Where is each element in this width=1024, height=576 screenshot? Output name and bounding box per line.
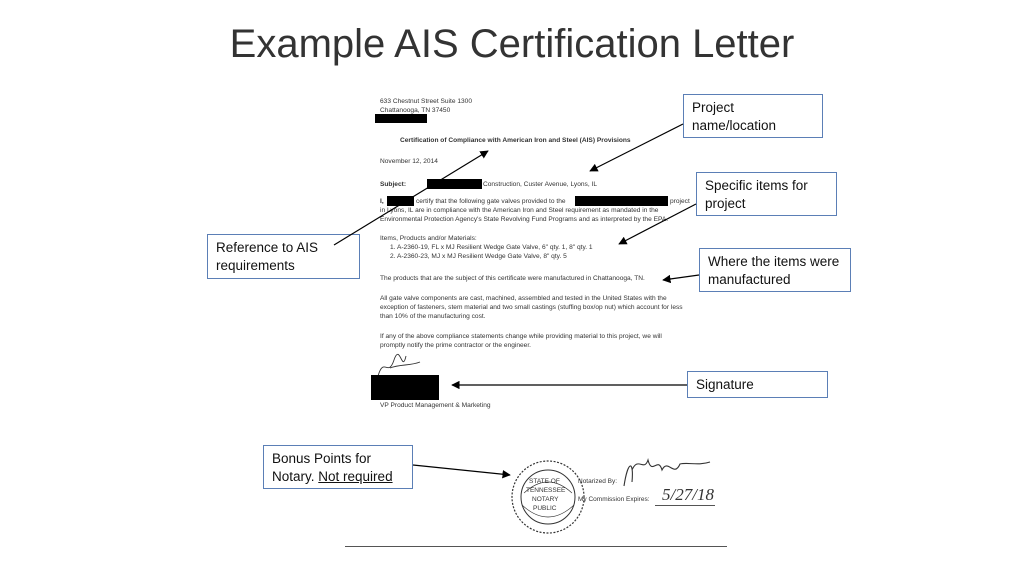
letter-subject-label: Subject: [380, 181, 407, 188]
notary-seal-icon [511, 460, 585, 534]
letter-body-project: project [670, 198, 690, 205]
notarized-by-label: Notarized By: [578, 478, 618, 485]
callout-ais-reference: Reference to AIS requirements [207, 234, 360, 279]
letter-signer-title: VP Product Management & Marketing [380, 402, 491, 409]
letter-change-line1: If any of the above compliance statement… [380, 333, 662, 340]
letter-body-line3: Environmental Protection Agency's State … [380, 216, 669, 223]
arrow-notary [412, 464, 511, 479]
arrow-specific-items [618, 203, 697, 245]
signature-scribble-icon [377, 353, 421, 377]
letter-subject-text: Construction, Custer Avenue, Lyons, IL [483, 181, 597, 188]
letter-body-line1: certify that the following gate valves p… [416, 198, 566, 205]
letter-body-i: I, [380, 198, 384, 205]
callout-notary-bonus: Bonus Points for Notary. Not required [263, 445, 413, 489]
letter-components-line3: than 10% of the manufacturing cost. [380, 313, 486, 320]
callout-notary-not-required: Not required [318, 469, 393, 484]
letter-change-line2: promptly notify the prime contractor or … [380, 342, 531, 349]
arrow-manufacture-location [662, 274, 700, 284]
letter-item-1: 1. A-2360-19, FL x MJ Resilient Wedge Ga… [390, 244, 593, 251]
letter-components-line1: All gate valve components are cast, mach… [380, 295, 667, 302]
callout-manufacture-location: Where the items were manufactured [699, 248, 851, 292]
commission-expires-label: My Commission Expires: [578, 496, 650, 503]
letter-manufactured: The products that are the subject of thi… [380, 275, 645, 282]
letter-body-line2: in Lyons, IL are in compliance with the … [380, 207, 659, 214]
callout-signature: Signature [687, 371, 828, 398]
letter-item-2: 2. A-2360-23, MJ x MJ Resilient Wedge Ga… [390, 253, 567, 260]
stamp-line-3: NOTARY [532, 496, 559, 503]
commission-date: 5/27/18 [662, 485, 714, 504]
redaction-bar [575, 196, 668, 206]
stamp-line-4: PUBLIC [533, 505, 557, 512]
certification-letter: 633 Chestnut Street Suite 1300 Chattanoo… [370, 95, 700, 565]
letter-components-line2: exception of fasteners, stem material an… [380, 304, 683, 311]
letter-address-line2: Chattanooga, TN 37450 [380, 107, 451, 114]
arrow-ais-reference [333, 150, 489, 246]
callout-project-name: Project name/location [683, 94, 823, 138]
slide-title: Example AIS Certification Letter [229, 22, 795, 66]
letter-date: November 12, 2014 [380, 158, 438, 165]
redaction-bar [427, 179, 482, 189]
letter-address-line1: 633 Chestnut Street Suite 1300 [380, 98, 473, 105]
redaction-bar [387, 196, 414, 206]
stamp-line-1: STATE OF [529, 478, 560, 485]
letter-items-label: Items, Products and/or Materials: [380, 235, 477, 242]
page-bottom-rule [345, 546, 727, 547]
stamp-line-2: TENNESSEE [526, 487, 566, 494]
redaction-bar [375, 114, 427, 123]
callout-notary-bonus-text: Bonus Points for Notary. [272, 451, 372, 484]
letter-heading: Certification of Compliance with America… [400, 137, 631, 144]
commission-date-line [655, 505, 715, 506]
notary-signature-icon [623, 458, 711, 487]
signature-redaction [371, 375, 439, 400]
callout-specific-items: Specific items for project [696, 172, 837, 216]
arrow-project-name [589, 123, 684, 172]
